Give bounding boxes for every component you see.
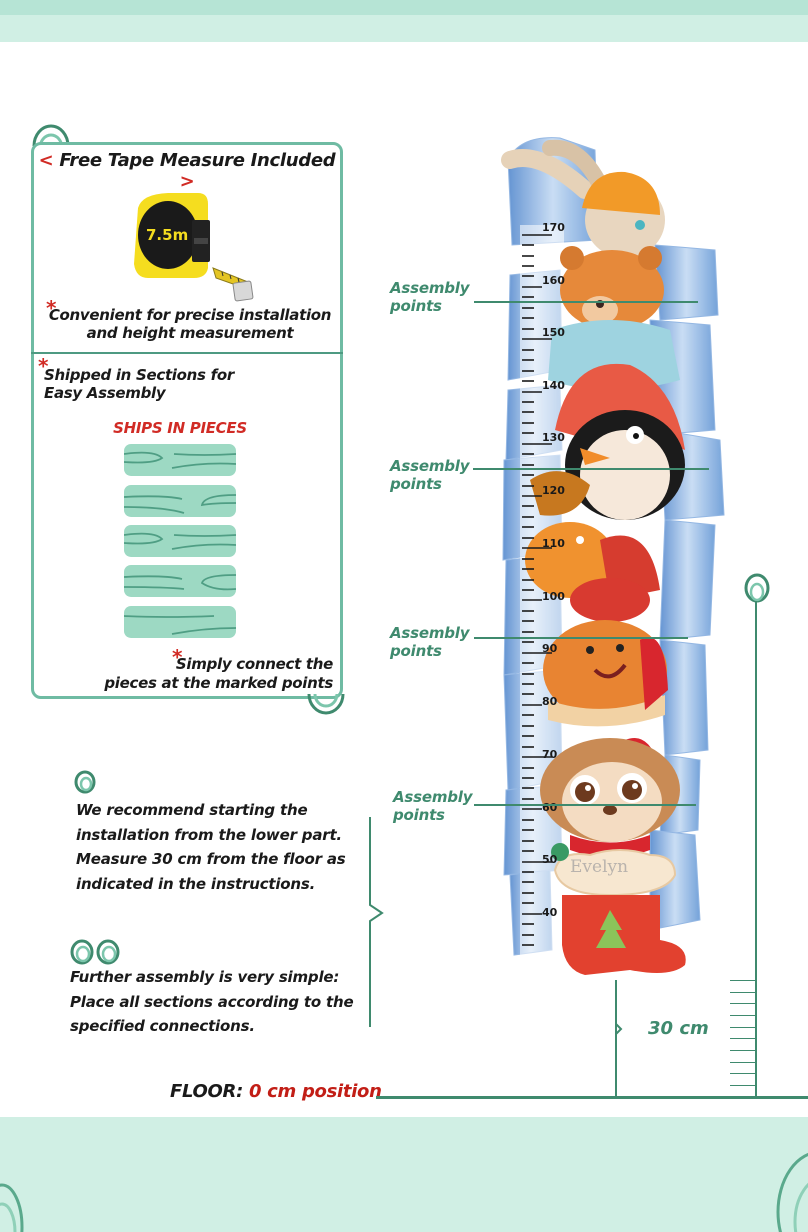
tape-note-line: and height measurement [86, 324, 294, 342]
tick-mark [730, 1027, 755, 1028]
floor-value: 0 cm position [248, 1081, 382, 1102]
assembly-point-label: Assembly points [390, 279, 470, 315]
offset-label: 30 cm [648, 1018, 709, 1039]
ruler-label: 120 [542, 484, 565, 497]
step-line: indicated in the instructions. [76, 874, 316, 893]
ruler-labels: 170 160 150 140 130 120 110 100 90 80 70… [500, 130, 730, 980]
child-name: Evelyn [570, 857, 629, 877]
tape-note: * Convenient for precise installation an… [40, 298, 340, 342]
assembly-label-line: points [390, 475, 442, 493]
bracket-right: > [179, 171, 195, 192]
bracket-left: < [38, 150, 54, 171]
ruler-label: 110 [542, 537, 565, 550]
growth-chart-image [501, 137, 725, 975]
tape-measure-image: 7.5m [134, 193, 254, 302]
tick-mark [730, 980, 755, 981]
ship-note-line: Easy Assembly [44, 384, 166, 402]
assembly-label-line: Assembly [390, 624, 470, 642]
assembly-point-label: Assembly points [393, 788, 473, 824]
tick-mark [730, 1085, 755, 1086]
connect-note-line: pieces at the marked points [104, 674, 333, 692]
ships-in-pieces-label: SHIPS IN PIECES [113, 419, 247, 437]
brace-icon [369, 817, 384, 1027]
assembly-point-label: Assembly points [390, 624, 470, 660]
assembly-label-line: points [390, 642, 442, 660]
ruler-label: 80 [542, 695, 558, 708]
piece-icon [124, 565, 236, 597]
assembly-label-line: Assembly [393, 788, 473, 806]
floor-line [376, 1096, 808, 1099]
assembly-line [473, 468, 709, 470]
assembly-line [474, 637, 688, 639]
ruler-label: 170 [542, 221, 565, 234]
assembly-label-line: Assembly [390, 279, 470, 297]
step-line: specified connections. [70, 1017, 255, 1035]
step-line: Further assembly is very simple: [70, 968, 340, 986]
asterisk: * [46, 296, 57, 320]
ruler-label: 90 [542, 642, 558, 655]
assembly-line [474, 301, 698, 303]
ruler-label: 130 [542, 431, 565, 444]
step-line: installation from the lower part. [76, 825, 342, 844]
offset-brace-icon [615, 980, 623, 1096]
assembly-point-label: Assembly points [390, 457, 470, 493]
tape-note-line: Convenient for precise installation [48, 306, 332, 324]
tick-mark [730, 1015, 755, 1016]
assembly-label-line: points [393, 806, 445, 824]
step-line: Place all sections according to the [70, 992, 354, 1011]
ruler-label: 60 [542, 801, 558, 814]
ruler-label: 40 [542, 906, 558, 919]
step-two-text: Further assembly is very simple: Place a… [70, 965, 370, 1039]
tick-mark [730, 1038, 755, 1039]
measuring-post [755, 601, 757, 1097]
card-title: < Free Tape Measure Included > [36, 150, 338, 192]
connect-note: * Simply connect the pieces at the marke… [100, 647, 333, 693]
svg-text:7.5m: 7.5m [146, 226, 188, 244]
piece-icon [124, 485, 236, 517]
asterisk: * [38, 354, 49, 378]
step-line: We recommend starting the [76, 801, 308, 819]
asterisk: * [172, 645, 183, 669]
ruler-label: 140 [542, 379, 565, 392]
step-one-marker-icon [74, 770, 96, 794]
card-title-text: Free Tape Measure Included [59, 150, 336, 171]
connect-note-line: Simply connect the [175, 655, 333, 673]
floor-label-prefix: FLOOR: [170, 1081, 243, 1102]
ruler-label: 50 [542, 853, 558, 866]
ring-decoration-icon [0, 1152, 808, 1232]
tick-mark [730, 1073, 755, 1074]
floor-label: FLOOR: 0 cm position [170, 1081, 382, 1102]
piece-icon [124, 525, 236, 557]
step-one-text: We recommend starting the installation f… [76, 798, 366, 896]
ruler-label: 100 [542, 590, 565, 603]
ship-note-line: Shipped in Sections for [44, 366, 234, 384]
assembly-label-line: points [390, 297, 442, 315]
assembly-line [474, 804, 696, 806]
tick-mark [730, 992, 755, 993]
piece-icon [124, 606, 236, 638]
assembly-label-line: Assembly [390, 457, 470, 475]
ring-decoration-icon [307, 693, 345, 715]
tick-mark [730, 1050, 755, 1051]
step-line: Measure 30 cm from the floor as [76, 850, 346, 868]
ship-note: * Shipped in Sections for Easy Assembly [38, 356, 304, 402]
piece-icon [124, 444, 236, 476]
ruler-label: 160 [542, 274, 565, 287]
card-divider [31, 352, 343, 354]
top-band-light [0, 15, 808, 42]
top-band [0, 0, 808, 15]
ruler-label: 70 [542, 748, 558, 761]
ruler-label: 150 [542, 326, 565, 339]
pin-marker-icon [744, 573, 770, 603]
tick-mark [730, 1003, 755, 1004]
step-two-marker-icon [70, 939, 120, 965]
bottom-band [0, 1117, 808, 1232]
tick-mark [730, 1062, 755, 1063]
